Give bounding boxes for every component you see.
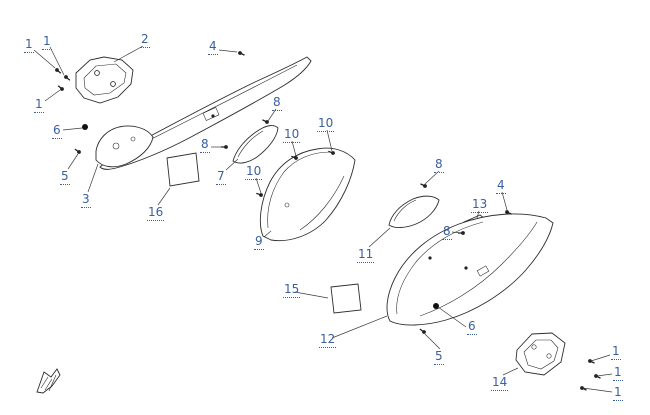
leader-line — [255, 177, 262, 194]
part-2-bracket — [75, 56, 134, 104]
callout-5[interactable]: 5 — [434, 349, 444, 365]
leader-line — [294, 291, 329, 299]
screw-fastener — [64, 75, 71, 81]
leader-line — [582, 387, 613, 393]
callout-9[interactable]: 9 — [254, 234, 264, 250]
leader-line — [501, 191, 508, 211]
screw-fastener — [328, 150, 335, 155]
leader-line — [424, 333, 441, 350]
callout-7[interactable]: 7 — [216, 169, 226, 185]
callout-4[interactable]: 4 — [208, 39, 218, 55]
part-3-cover — [95, 125, 154, 168]
leader-line — [437, 306, 467, 328]
screw-fastener — [419, 328, 426, 334]
callout-8[interactable]: 8 — [442, 224, 452, 240]
callout-3[interactable]: 3 — [81, 192, 91, 208]
callout-13[interactable]: 13 — [471, 197, 489, 213]
leader-line — [291, 140, 297, 157]
callout-15[interactable]: 15 — [283, 282, 301, 298]
leader-line — [87, 163, 99, 193]
screw-fastener — [262, 119, 269, 124]
rivet-dot — [428, 256, 432, 260]
leader-line — [49, 46, 65, 76]
callout-11[interactable]: 11 — [357, 247, 375, 263]
parts-artwork — [36, 56, 566, 394]
screw-fastener — [594, 374, 601, 379]
part-9-panel — [259, 147, 356, 242]
leader-line — [33, 49, 56, 69]
part-7-panel — [232, 125, 279, 164]
callout-8[interactable]: 8 — [200, 137, 210, 153]
screw-fastener — [74, 148, 81, 154]
rivet-dot — [211, 114, 215, 118]
grommet-fastener — [433, 303, 439, 309]
callout-1[interactable]: 1 — [24, 37, 34, 53]
screw-fastener — [420, 183, 427, 188]
callout-1[interactable]: 1 — [613, 385, 623, 401]
callout-1[interactable]: 1 — [613, 365, 623, 381]
screw-fastener — [291, 155, 298, 160]
direction-of-travel-icon — [36, 368, 61, 394]
fasteners-layer — [55, 51, 601, 391]
leader-line — [331, 315, 388, 339]
leader-line — [62, 127, 83, 131]
callout-12[interactable]: 12 — [319, 332, 337, 348]
callout-2[interactable]: 2 — [140, 32, 150, 48]
leader-line — [263, 230, 272, 238]
rivet-dot — [464, 266, 468, 270]
screw-fastener — [588, 359, 595, 364]
part-14-bracket — [515, 332, 566, 376]
screw-fastener — [580, 386, 587, 391]
screw-fastener — [55, 68, 62, 74]
leader-line — [596, 373, 613, 377]
callout-4[interactable]: 4 — [496, 178, 506, 194]
callout-14[interactable]: 14 — [491, 375, 509, 391]
callout-6[interactable]: 6 — [52, 123, 62, 139]
callout-1[interactable]: 1 — [42, 34, 52, 50]
part-11-panel — [388, 195, 440, 228]
callout-10[interactable]: 10 — [317, 116, 335, 132]
leader-line — [157, 187, 171, 206]
screw-fastener — [238, 51, 245, 56]
leader-line — [590, 354, 611, 362]
callout-1[interactable]: 1 — [611, 344, 621, 360]
callout-8[interactable]: 8 — [434, 157, 444, 173]
callout-10[interactable]: 10 — [283, 127, 301, 143]
leader-line — [502, 367, 519, 376]
leader-line — [67, 153, 79, 170]
part-15-decal — [330, 283, 362, 314]
callout-6[interactable]: 6 — [467, 319, 477, 335]
screw-fastener — [256, 192, 263, 197]
leader-line — [326, 129, 333, 152]
leader-line — [113, 45, 144, 63]
screw-fastener — [505, 210, 512, 215]
callout-10[interactable]: 10 — [245, 164, 263, 180]
callout-5[interactable]: 5 — [60, 169, 70, 185]
callout-8[interactable]: 8 — [272, 95, 282, 111]
leader-line — [225, 158, 239, 171]
leader-line — [218, 49, 238, 53]
grommet-fastener — [82, 124, 88, 130]
leader-line — [44, 89, 61, 102]
leader-line — [424, 170, 440, 185]
part-12-panel — [386, 213, 554, 326]
leader-line — [267, 108, 277, 122]
leader-lines-layer — [33, 45, 613, 393]
leader-line — [368, 227, 391, 248]
part-16-decal — [166, 152, 200, 187]
leader-line — [451, 231, 462, 234]
callout-1[interactable]: 1 — [34, 97, 44, 113]
callout-16[interactable]: 16 — [147, 205, 165, 221]
screw-fastener — [57, 85, 64, 91]
